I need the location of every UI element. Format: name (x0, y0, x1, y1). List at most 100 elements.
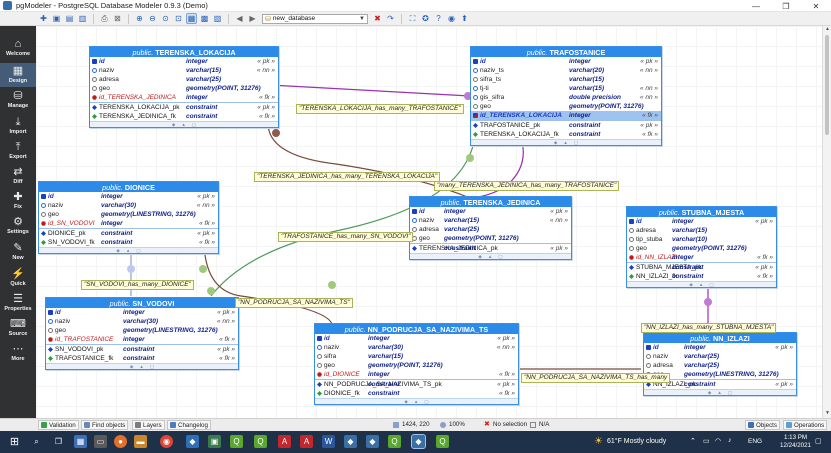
file-explorer-icon[interactable]: ▭ (94, 435, 107, 448)
weather-icon[interactable]: ☀ (594, 436, 603, 447)
table-footer-toggles[interactable]: ◆▲▢ (315, 398, 518, 404)
update-icon[interactable]: ⬆ (461, 13, 468, 23)
clock[interactable]: 1:13 PM 12/24/2021 (780, 434, 811, 450)
donate-icon[interactable]: ✪ (422, 13, 429, 23)
database-select[interactable]: ⛁ new_database ▼ (262, 13, 368, 24)
sidebar-item-source[interactable]: ⌨Source (0, 316, 36, 340)
qgis-icon[interactable]: Q (436, 435, 449, 448)
table-footer-toggles[interactable]: ◆▲▢ (471, 139, 661, 145)
rel-node[interactable] (466, 154, 474, 162)
collapse-toggle-icon[interactable]: ◆ (707, 390, 712, 395)
network-icon[interactable]: ▭ (703, 438, 710, 445)
rel-line-terenska-lokacija-trafostanice[interactable] (269, 84, 471, 97)
collapse-toggle-icon[interactable]: ◆ (116, 248, 120, 253)
collapse-toggle-icon[interactable]: ◆ (689, 282, 693, 287)
tray-chevron-icon[interactable]: ⌃ (690, 438, 696, 445)
close-model-icon[interactable]: ⊠ (114, 13, 121, 23)
align-grid-icon[interactable]: ▩ (200, 13, 209, 23)
rel-node[interactable] (127, 265, 135, 273)
collapse-toggle-icon[interactable]: ◆ (129, 364, 134, 369)
table-footer-toggles[interactable]: ◆▲▢ (410, 253, 571, 259)
print-icon[interactable]: ⎙ (101, 13, 108, 23)
collapse-toggle-icon[interactable]: ▲ (487, 254, 493, 259)
sidebar-item-properties[interactable]: ☰Properties (0, 291, 36, 315)
collapse-toggle-icon[interactable]: ▢ (149, 364, 155, 369)
widgets-icon[interactable]: ▦ (74, 435, 87, 448)
objects-button[interactable]: Objects (745, 420, 780, 430)
collapse-toggle-icon[interactable]: ◆ (553, 140, 558, 145)
relationship-label[interactable]: "NN_PODRUCJA_SA_NAZIVIMA_TS_has_many (521, 373, 671, 383)
rel-line-trafostanice-sn-vodovi[interactable] (210, 145, 474, 297)
collapse-toggle-icon[interactable]: ◆ (478, 254, 482, 259)
sidebar-item-welcome[interactable]: ⌂Welcome (0, 36, 36, 60)
rel-node[interactable] (272, 129, 280, 137)
zoom-in-icon[interactable]: ⊕ (136, 13, 143, 23)
validation-button[interactable]: Validation (38, 420, 79, 430)
save-model-icon[interactable]: ▤ (65, 13, 74, 23)
operations-button[interactable]: Operations (783, 420, 828, 430)
pgmodeler-task-icon[interactable]: ◆ (411, 434, 426, 449)
collapse-toggle-icon[interactable]: ▲ (125, 248, 131, 253)
rel-node[interactable] (704, 298, 712, 306)
open-model-icon[interactable]: ▣ (52, 13, 61, 23)
next-model-icon[interactable]: ▶ (249, 13, 256, 23)
collapse-toggle-icon[interactable]: ▲ (413, 399, 419, 404)
relationship-label[interactable]: "many_TERENSKA_JEDINICA_has_many_TRAFOST… (434, 181, 620, 191)
table-header[interactable]: public.NN_PODRUCJA_SA_NAZIVIMA_TS (315, 324, 518, 334)
sidebar-item-export[interactable]: ⤒Export (0, 139, 36, 163)
table-header[interactable]: public.SN_VODOVI (46, 298, 238, 308)
app-icon[interactable]: ◆ (366, 435, 379, 448)
relationship-label[interactable]: "TERENSKA_LOKACIJA_has_many_TRAFOSTANICE… (296, 104, 464, 114)
qgis-icon[interactable]: Q (230, 435, 243, 448)
collapse-toggle-icon[interactable]: ▲ (181, 122, 186, 127)
vertical-scrollbar[interactable]: ▲ ▼ (822, 26, 831, 418)
maximize-button[interactable]: ❐ (782, 1, 790, 11)
collapse-toggle-icon[interactable]: ▲ (139, 364, 144, 369)
word-icon[interactable]: W (322, 435, 335, 448)
collapse-toggle-icon[interactable]: ▢ (191, 122, 197, 127)
about-icon[interactable]: ? (436, 13, 441, 23)
redo-icon[interactable]: ↷ (387, 13, 394, 23)
fullscreen-icon[interactable]: ⛶ (409, 13, 416, 23)
sidebar-item-manage[interactable]: ⛁Manage (0, 88, 36, 112)
relationship-label[interactable]: "NN_PODRUCJA_SA_NAZIVIMA_TS" (235, 298, 353, 308)
qgis-icon[interactable]: Q (254, 435, 267, 448)
zoom-normal-icon[interactable]: ⊙ (162, 13, 169, 23)
collapse-toggle-icon[interactable]: ▢ (136, 248, 141, 253)
minimize-button[interactable]: — (752, 1, 760, 11)
table-footer-toggles[interactable]: ◆▲▢ (644, 389, 796, 395)
chrome-icon[interactable]: ◉ (160, 435, 173, 448)
new-model-icon[interactable]: ✚ (40, 13, 47, 23)
support-icon[interactable]: ◉ (448, 13, 455, 23)
previous-model-icon[interactable]: ◀ (236, 13, 243, 23)
app-icon[interactable]: ▣ (208, 435, 221, 448)
save-as-icon[interactable]: ▥ (78, 13, 87, 23)
